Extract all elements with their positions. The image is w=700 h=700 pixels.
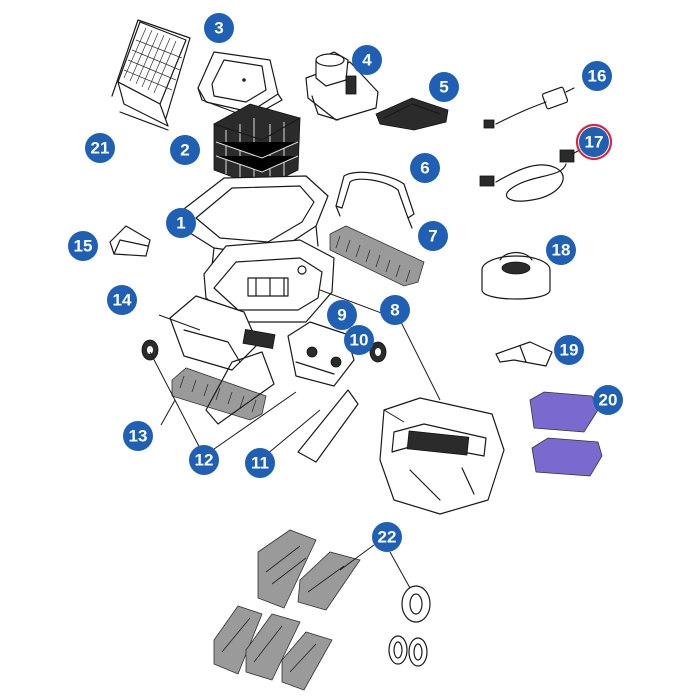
callout-20[interactable]: 20 — [593, 385, 623, 415]
part-18-float[interactable] — [481, 251, 551, 300]
highlight-ring — [575, 123, 613, 161]
callout-16[interactable]: 16 — [582, 61, 612, 91]
svg-text:12: 12 — [195, 451, 214, 470]
svg-text:4: 4 — [362, 51, 372, 70]
svg-text:3: 3 — [214, 19, 223, 38]
svg-text:8: 8 — [390, 301, 399, 320]
svg-text:22: 22 — [378, 528, 397, 547]
callout-21[interactable]: 21 — [85, 133, 115, 163]
svg-text:7: 7 — [428, 227, 437, 246]
bottom-housing[interactable] — [379, 397, 505, 515]
part-16-power-cable[interactable] — [483, 86, 575, 129]
callout-14[interactable]: 14 — [107, 285, 137, 315]
callout-17[interactable]: 17 — [575, 123, 613, 161]
svg-text:11: 11 — [251, 454, 269, 473]
part-3-top-lid[interactable] — [197, 51, 283, 119]
svg-text:16: 16 — [588, 67, 607, 86]
leader-lines — [149, 289, 441, 589]
callout-6[interactable]: 6 — [410, 153, 440, 183]
svg-text:19: 19 — [560, 341, 579, 360]
callout-15[interactable]: 15 — [68, 231, 98, 261]
svg-text:1: 1 — [176, 214, 185, 233]
part-9-side-panel[interactable] — [287, 321, 355, 387]
callout-9[interactable]: 9 — [327, 300, 357, 330]
callout-1[interactable]: 1 — [166, 208, 196, 238]
part-21-filter-panel[interactable] — [111, 19, 191, 131]
callout-8[interactable]: 8 — [380, 295, 410, 325]
svg-text:9: 9 — [337, 306, 346, 325]
part-14-side-frame[interactable] — [169, 295, 276, 371]
svg-text:5: 5 — [439, 78, 448, 97]
svg-text:17: 17 — [585, 133, 604, 152]
callout-10[interactable]: 10 — [344, 325, 374, 355]
callout-18[interactable]: 18 — [546, 235, 576, 265]
callout-22[interactable]: 22 — [372, 522, 402, 552]
part-2-filter-basket[interactable] — [213, 103, 301, 189]
part-20-pads[interactable] — [529, 391, 603, 477]
svg-text:2: 2 — [180, 141, 189, 160]
svg-text:10: 10 — [350, 331, 369, 350]
callout-3[interactable]: 3 — [204, 13, 234, 43]
callout-2[interactable]: 2 — [170, 135, 200, 165]
part-11-track-belts[interactable] — [205, 351, 359, 463]
part-17-floating-cable[interactable] — [479, 149, 581, 202]
callout-4[interactable]: 4 — [352, 45, 382, 75]
part-7-brush-roller[interactable] — [329, 225, 425, 287]
svg-text:14: 14 — [113, 291, 132, 310]
svg-text:13: 13 — [129, 427, 148, 446]
part-4-motor-unit[interactable] — [305, 51, 379, 121]
svg-text:6: 6 — [420, 159, 429, 178]
svg-text:15: 15 — [74, 237, 93, 256]
callout-19[interactable]: 19 — [554, 335, 584, 365]
svg-text:21: 21 — [91, 139, 110, 158]
svg-text:20: 20 — [599, 391, 618, 410]
callout-12[interactable]: 12 — [189, 445, 219, 475]
part-19-clip[interactable] — [495, 341, 553, 367]
callout-11[interactable]: 11 — [245, 448, 275, 478]
part-6-handle[interactable] — [335, 171, 415, 229]
callout-badges: 1 2 3 4 5 6 7 8 9 10 11 12 13 14 15 16 1… — [68, 13, 623, 552]
callout-7[interactable]: 7 — [418, 221, 448, 251]
part-1-upper-housing[interactable] — [179, 175, 329, 267]
main-chassis[interactable] — [203, 239, 335, 323]
svg-text:18: 18 — [552, 241, 571, 260]
part-13-left-brush[interactable] — [171, 367, 267, 421]
part-10-wheel[interactable] — [141, 339, 387, 363]
part-5-bracket[interactable] — [375, 97, 449, 131]
callout-5[interactable]: 5 — [429, 72, 459, 102]
part-15-cover[interactable] — [109, 225, 151, 257]
part-22-brush-set[interactable] — [213, 529, 431, 691]
callout-13[interactable]: 13 — [123, 421, 153, 451]
